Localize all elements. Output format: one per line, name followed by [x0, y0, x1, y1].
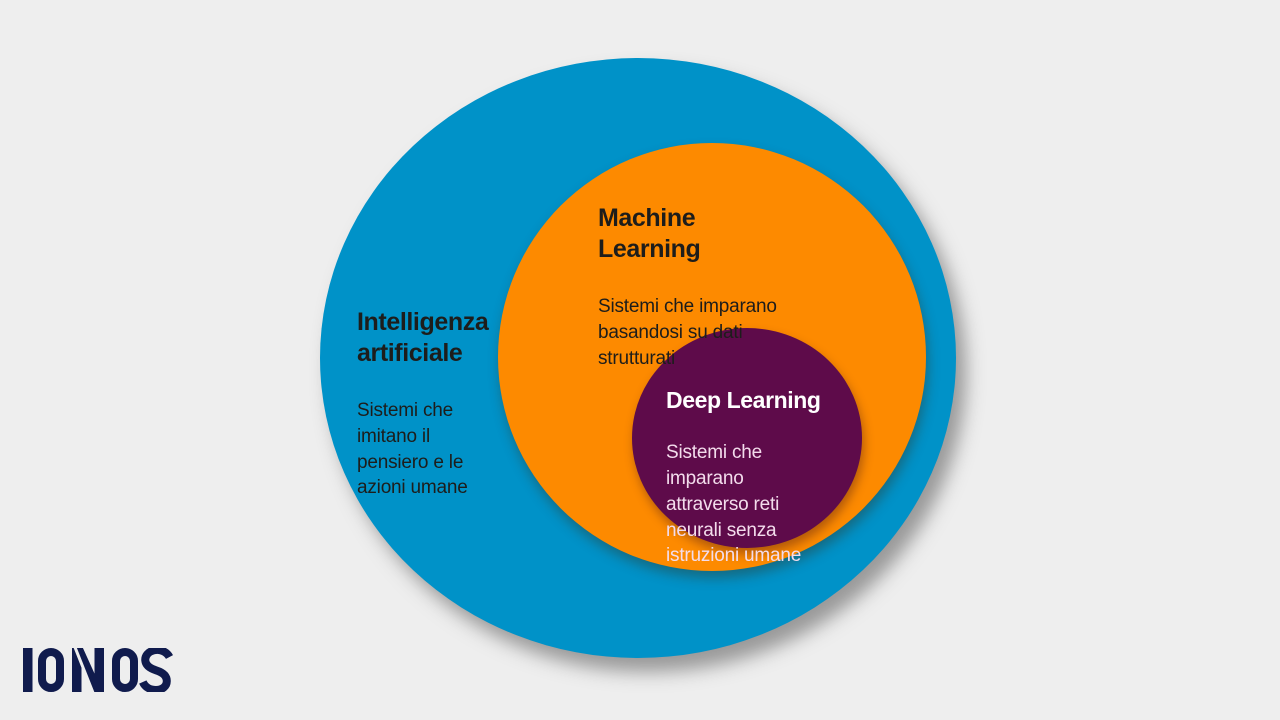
ionos-logo-wordmark	[23, 648, 173, 692]
ai-label-group: Intelligenza artificiale Sistemi che imi…	[357, 289, 527, 519]
dl-title: Deep Learning	[666, 387, 821, 413]
ml-label-group: Machine Learning Sistemi che imparano ba…	[598, 185, 838, 389]
ai-description: Sistemi che imitano il pensiero e le azi…	[357, 400, 468, 499]
ml-description: Sistemi che imparano basandosi su dati s…	[598, 296, 777, 369]
dl-description: Sistemi che imparano attraverso reti neu…	[666, 442, 802, 567]
venn-circle-deep-learning	[632, 328, 862, 548]
ml-title: Machine Learning	[598, 204, 701, 263]
dl-label-group: Deep Learning Sistemi che imparano attra…	[666, 368, 851, 587]
ai-title: Intelligenza artificiale	[357, 308, 489, 367]
ionos-logo	[23, 648, 173, 692]
